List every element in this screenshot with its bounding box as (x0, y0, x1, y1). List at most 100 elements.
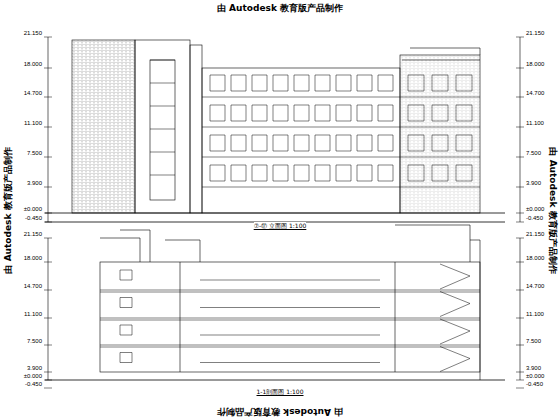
drawing-stroke (378, 91, 393, 92)
drawing-stroke (231, 105, 246, 106)
drawing-stroke (516, 213, 524, 214)
drawing-stroke (351, 105, 352, 121)
drawing-stroke (294, 135, 309, 136)
drawing-stroke (336, 121, 351, 122)
drawing-stroke (357, 75, 372, 76)
drawing-stroke (472, 75, 473, 91)
drawing-stroke (372, 75, 373, 91)
drawing-stroke (202, 157, 480, 158)
drawing-stroke (120, 353, 121, 363)
drawing-stroke (132, 298, 133, 308)
drawing-stroke (440, 331, 470, 344)
drawing-stroke (516, 157, 524, 158)
drawing-stroke (456, 91, 472, 92)
drawing-stroke (210, 165, 225, 166)
drawing-stroke (294, 105, 309, 106)
drawing-stroke (432, 91, 448, 92)
drawing-stroke (456, 135, 457, 151)
drawing-stroke (267, 135, 268, 151)
drawing-stroke (432, 105, 433, 121)
drawing-stroke (44, 37, 52, 38)
drawing-stroke (120, 362, 132, 363)
drawing-stroke (448, 105, 449, 121)
drawing-stroke (100, 292, 480, 293)
drawing-stroke (309, 75, 310, 91)
drawing-stroke (408, 165, 409, 181)
drawing-stroke (210, 135, 211, 151)
drawing-stroke (309, 105, 310, 121)
drawing-stroke (448, 75, 449, 91)
drawing-stroke (330, 165, 331, 181)
drawing-stroke (357, 105, 358, 121)
drawing-stroke (100, 345, 480, 346)
drawing-stroke (44, 318, 52, 319)
drawing-stroke (210, 181, 225, 182)
drawing-stroke (516, 345, 524, 346)
drawing-stroke (516, 262, 524, 263)
drawing-stroke (432, 165, 433, 181)
drawing-stroke (378, 121, 393, 122)
drawing-stroke (210, 75, 225, 76)
drawing-stroke (432, 181, 448, 182)
drawing-stroke (231, 135, 246, 136)
drawing-stroke (378, 165, 379, 181)
drawing-stroke (200, 307, 380, 308)
drawing-stroke (516, 222, 524, 223)
watermark: 由 Autodesk 教育版产品制作 (2, 145, 15, 275)
drawing-stroke (210, 165, 211, 181)
drawing-stroke (273, 105, 274, 121)
watermark: 由 Autodesk 教育版产品制作 (545, 145, 558, 275)
drawing-stroke (44, 68, 52, 69)
drawing-stroke (294, 121, 309, 122)
drawing-stroke (432, 75, 433, 91)
drawing-stroke (44, 380, 52, 381)
level-mark: 14.700 (525, 283, 545, 289)
drawing-stroke (252, 181, 267, 182)
drawing-stroke (202, 97, 480, 98)
drawing-stroke (440, 276, 470, 289)
drawing-stroke (150, 129, 175, 130)
drawing-stroke (200, 280, 380, 281)
drawing-stroke (252, 91, 267, 92)
drawing-stroke (408, 151, 424, 152)
drawing-stroke (357, 165, 372, 166)
drawing-stroke (294, 151, 309, 152)
drawing-stroke (432, 165, 448, 166)
drawing-stroke (357, 75, 358, 91)
drawing-stroke (393, 165, 394, 181)
drawing-stroke (315, 75, 316, 91)
drawing-stroke (246, 135, 247, 151)
drawing-stroke (273, 91, 288, 92)
drawing-stroke (516, 68, 524, 69)
drawing-stroke (456, 75, 457, 91)
level-mark: ±0.000 (23, 206, 43, 212)
drawing-stroke (393, 105, 394, 121)
drawing-stroke (246, 75, 247, 91)
drawing-stroke (252, 121, 267, 122)
level-mark: 11.100 (525, 120, 545, 126)
level-mark: ±0.000 (525, 206, 545, 212)
drawing-stroke (252, 165, 267, 166)
level-mark: 18.000 (525, 61, 545, 67)
drawing-stroke (231, 75, 246, 76)
drawing-stroke (516, 380, 524, 381)
drawing-stroke (44, 290, 52, 291)
drawing-stroke (336, 165, 351, 166)
drawing-stroke (120, 325, 121, 335)
drawing-stroke (210, 105, 225, 106)
drawing-stroke (315, 135, 316, 151)
drawing-stroke (516, 97, 524, 98)
drawing-stroke (44, 262, 52, 263)
drawing-stroke (200, 362, 380, 363)
drawing-stroke (246, 105, 247, 121)
drawing-stroke (120, 352, 132, 353)
level-mark: 11.100 (525, 311, 545, 317)
level-mark: 21.150 (23, 30, 43, 36)
drawing-stroke (273, 135, 288, 136)
drawing-stroke (309, 165, 310, 181)
drawing-stroke (252, 135, 267, 136)
watermark: 由 Autodesk 教育版产品制作 (215, 405, 345, 418)
level-mark: -0.450 (525, 381, 544, 387)
